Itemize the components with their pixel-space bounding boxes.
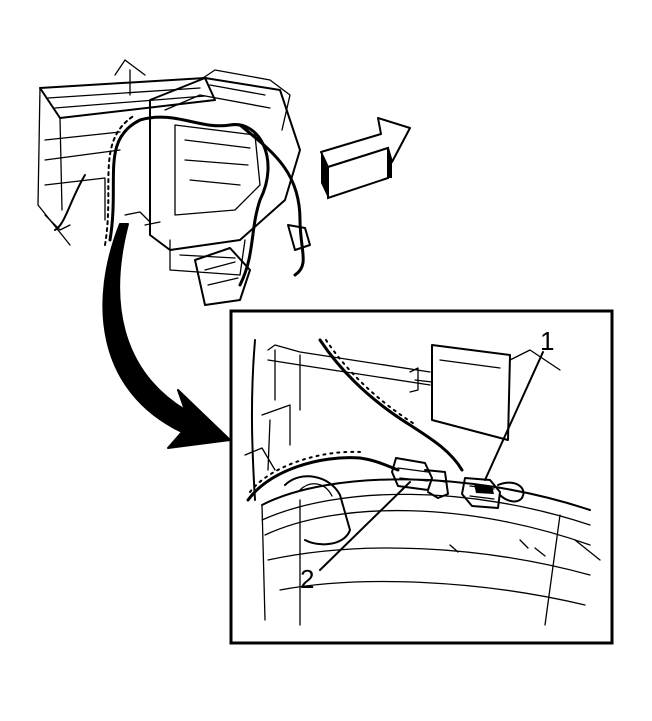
leader-line-1 [484, 351, 544, 481]
inset-frame [229, 309, 614, 645]
curved-arrow-icon [102, 223, 231, 449]
callout-label-1: 1 [540, 326, 554, 356]
callout-label-2: 2 [300, 564, 314, 594]
3d-block-arrow-icon [320, 117, 411, 200]
leader-line-2 [319, 481, 411, 571]
hvac-module-overview [37, 59, 311, 306]
detail-inset: 1 2 [229, 309, 614, 645]
